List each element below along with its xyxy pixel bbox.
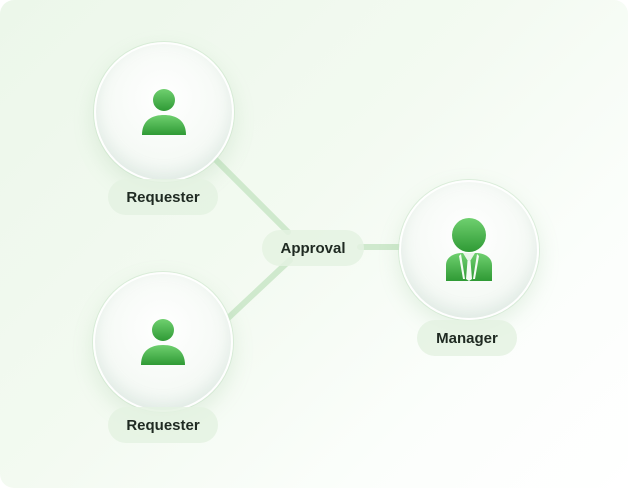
- person-icon: [141, 319, 185, 365]
- manager-icon: [446, 218, 492, 281]
- connector-top-requester: [209, 153, 291, 235]
- requester-label-bottom: Requester: [108, 407, 218, 443]
- requester-label-top: Requester: [108, 179, 218, 215]
- connector-bottom-requester: [223, 257, 293, 323]
- manager-label: Manager: [417, 320, 517, 356]
- requester-node-top[interactable]: [94, 42, 234, 182]
- requester-node-bottom[interactable]: [93, 272, 233, 412]
- person-icon: [142, 89, 186, 135]
- manager-node[interactable]: [399, 180, 539, 320]
- approval-label[interactable]: Approval: [262, 230, 364, 266]
